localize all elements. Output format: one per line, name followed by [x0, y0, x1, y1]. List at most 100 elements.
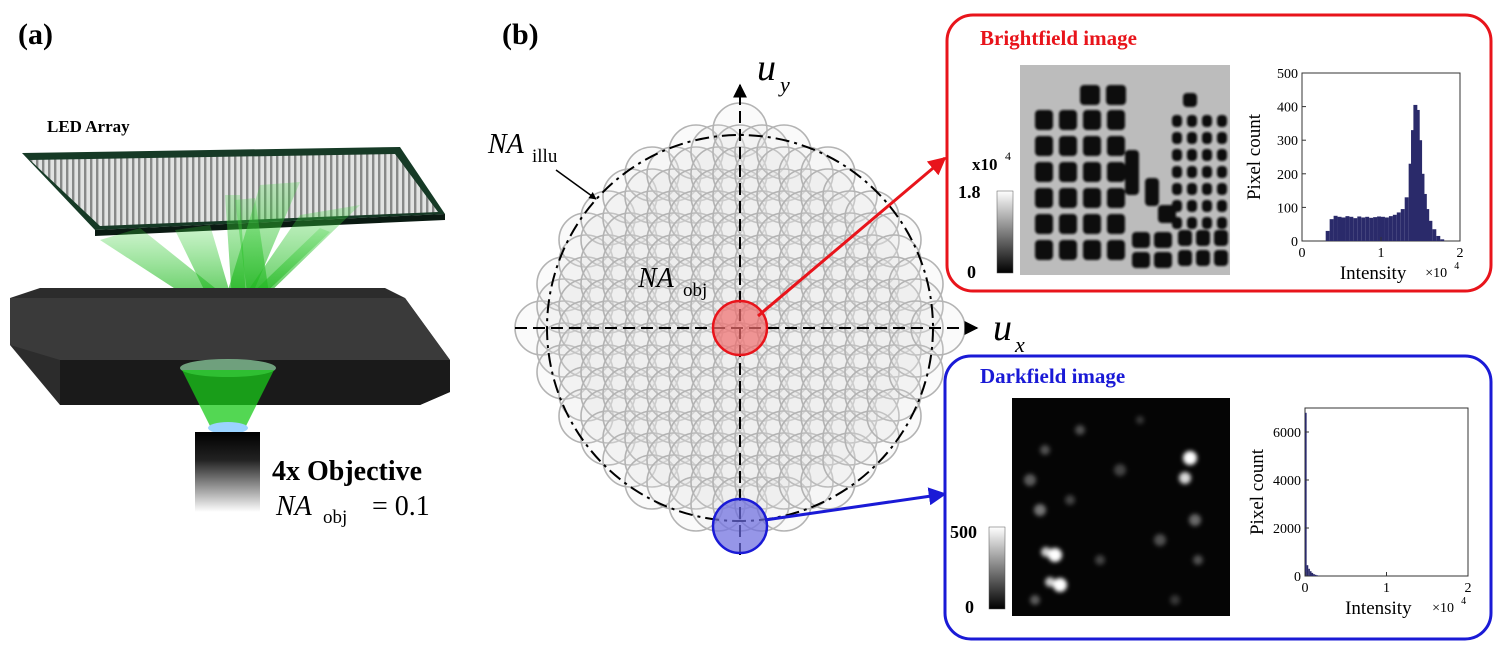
histogram-bar — [1400, 209, 1405, 241]
brightfield-feature — [1202, 132, 1212, 144]
grid-circle — [690, 432, 746, 488]
grid-circle — [624, 212, 680, 268]
grid-circle — [602, 234, 658, 290]
brightfield-feature — [1187, 115, 1197, 127]
grid-circle — [668, 212, 724, 268]
grid-circle — [800, 278, 856, 334]
brightfield-feature — [1172, 166, 1182, 178]
histogram-bar — [1418, 140, 1423, 241]
brightfield-title: Brightfield image — [980, 26, 1137, 50]
grid-circle — [646, 410, 702, 466]
grid-circle — [822, 388, 878, 444]
grid-circle — [822, 190, 878, 246]
grid-circle — [778, 432, 834, 488]
histogram-bar — [1357, 216, 1362, 241]
grid-circle — [624, 256, 680, 312]
darkfield-spot — [1030, 595, 1040, 605]
grid-circle — [800, 168, 856, 224]
grid-circle — [668, 454, 724, 510]
darkfield-title: Darkfield image — [980, 364, 1125, 388]
brightfield-feature — [1187, 200, 1197, 212]
sample-stage — [10, 288, 450, 405]
brightfield-feature — [1107, 136, 1125, 156]
histogram-bar — [1365, 216, 1370, 241]
histogram-bar — [1377, 216, 1381, 241]
darkfield-spot — [1041, 547, 1051, 557]
grid-circle — [734, 366, 790, 422]
grid-circle — [844, 344, 900, 400]
histogram-bar — [1396, 212, 1401, 241]
brightfield-feature — [1107, 110, 1125, 130]
histogram-bar — [1345, 216, 1350, 241]
histogram-bar — [1392, 214, 1397, 241]
grid-circle — [624, 432, 680, 488]
grid-circle — [580, 388, 636, 444]
grid-circle — [800, 432, 856, 488]
x-tick-label: 2 — [1465, 581, 1472, 596]
brightfield-feature — [1217, 200, 1227, 212]
grid-circle — [646, 168, 702, 224]
na-illu-label: NA illu — [487, 129, 558, 167]
grid-circle — [624, 168, 680, 224]
brightfield-feature — [1125, 150, 1139, 195]
grid-circle — [822, 168, 878, 224]
brightfield-feature — [1107, 240, 1125, 260]
histogram-bar — [1349, 216, 1354, 241]
x-axis-label: Intensity — [1345, 598, 1412, 619]
grid-circle — [778, 256, 834, 312]
grid-circle — [800, 366, 856, 422]
darkfield-spot — [1034, 504, 1046, 516]
brightfield-feature — [1107, 162, 1125, 182]
brightfield-feature — [1187, 217, 1197, 229]
histogram-bar — [1381, 216, 1385, 241]
y-tick-label: 0 — [1291, 235, 1298, 250]
histogram-bar — [1415, 109, 1420, 242]
objective-body — [195, 432, 260, 512]
grid-circle — [624, 322, 680, 378]
grid-circle — [778, 190, 834, 246]
grid-circle — [822, 410, 878, 466]
grid-circle — [646, 366, 702, 422]
histogram-bar — [1361, 217, 1366, 241]
brightfield-feature — [1202, 183, 1212, 195]
panel-b-label: (b) — [502, 18, 539, 51]
grid-circle — [646, 256, 702, 312]
grid-circle — [558, 234, 614, 290]
histogram-bar — [1436, 235, 1441, 241]
darkfield-colorbar: 500 0 — [950, 522, 1006, 617]
grid-circle — [756, 344, 812, 400]
brightfield-feature — [1202, 166, 1212, 178]
bf-colorbar-unit: x10 — [972, 155, 998, 174]
grid-circle — [668, 124, 724, 180]
grid-circle — [580, 212, 636, 268]
brightfield-feature — [1107, 214, 1125, 234]
panel-b: (b) u y u x NA illu NA obj — [487, 18, 1025, 555]
brightfield-feature — [1214, 250, 1228, 266]
grid-circle — [624, 410, 680, 466]
grid-circle — [668, 432, 724, 488]
uy-var: u — [757, 47, 776, 89]
grid-circle — [734, 388, 790, 444]
grid-circle — [778, 410, 834, 466]
grid-circle — [734, 212, 790, 268]
darkfield-spot — [1065, 495, 1075, 505]
darkfield-spot — [1136, 416, 1144, 424]
grid-circle — [646, 278, 702, 334]
grid-circle — [756, 124, 812, 180]
histogram-bar — [1411, 130, 1415, 241]
grid-circle — [602, 410, 658, 466]
grid-circle — [602, 432, 658, 488]
grid-circle — [668, 344, 724, 400]
brightfield-feature — [1035, 162, 1053, 182]
objective-title: 4x Objective — [272, 456, 422, 487]
grid-circle — [646, 432, 702, 488]
histogram-bar — [1333, 215, 1338, 241]
y-tick-label: 6000 — [1273, 426, 1301, 441]
grid-circle — [866, 344, 922, 400]
grid-circle — [558, 366, 614, 422]
grid-circle — [668, 256, 724, 312]
histogram-bar — [1309, 571, 1312, 576]
grid-circle — [734, 410, 790, 466]
